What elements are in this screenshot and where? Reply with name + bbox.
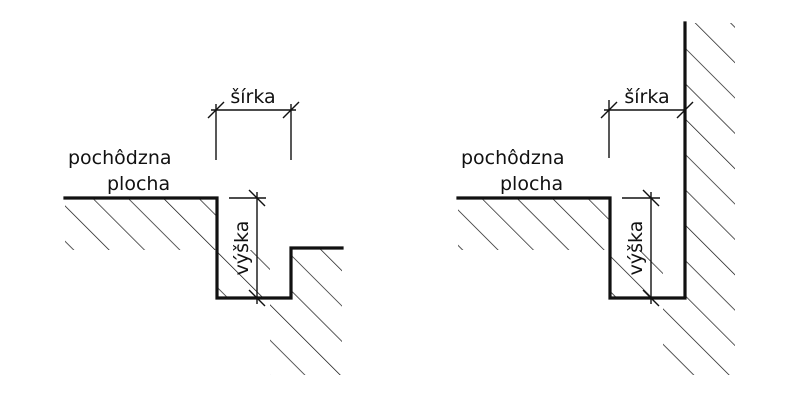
panel-left: šírka výška pochôdzna plocha (63, 86, 344, 375)
height-label-right: výška (625, 221, 647, 276)
panel-right: šírka výška pochôdzna plocha (456, 21, 735, 375)
width-label-left: šírka (230, 86, 275, 108)
surface-label-right-line2: plocha (500, 173, 563, 195)
surface-outline-right (456, 21, 687, 300)
surface-label-right-line1: pochôdzna (461, 147, 565, 169)
hatch-fill-left (65, 198, 342, 375)
width-dimension-left: šírka (207, 86, 300, 160)
width-dimension-right: šírka (600, 86, 694, 158)
surface-label-left-line2: plocha (107, 173, 170, 195)
surface-label-left-line1: pochôdzna (68, 147, 172, 169)
width-label-right: šírka (624, 86, 669, 108)
height-label-left: výška (231, 221, 253, 276)
height-dimension-left: výška (229, 189, 266, 307)
height-dimension-right: výška (622, 189, 660, 307)
surface-outline-left (63, 196, 344, 300)
